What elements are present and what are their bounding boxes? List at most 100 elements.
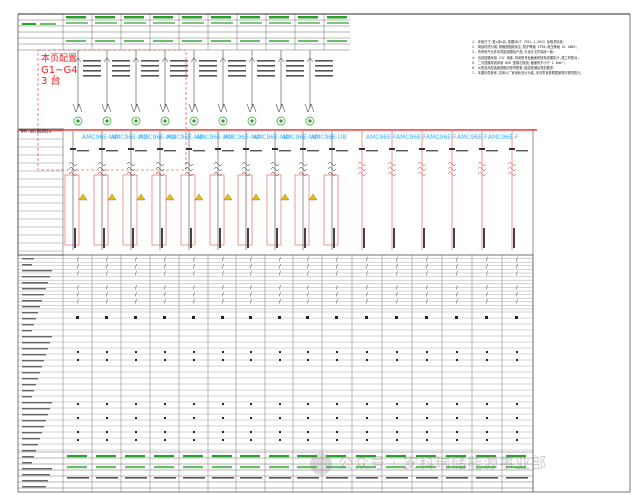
config-dot bbox=[515, 402, 519, 406]
meter-circle-icon bbox=[73, 116, 83, 126]
red-cabinet-outline bbox=[64, 174, 80, 246]
tick-mark: / bbox=[396, 264, 398, 270]
ct-coil-symbol bbox=[447, 162, 457, 166]
tick-mark: / bbox=[336, 257, 338, 263]
ct-coil-symbol bbox=[155, 167, 165, 171]
breaker-spec-text-block bbox=[257, 60, 275, 62]
tick-mark: / bbox=[250, 285, 252, 291]
footer-text-block bbox=[67, 477, 89, 479]
ct-coil-symbol bbox=[270, 167, 280, 171]
tick-mark: / bbox=[426, 264, 428, 270]
tick-mark: / bbox=[366, 285, 368, 291]
header-green-tag bbox=[22, 23, 36, 25]
config-dot bbox=[425, 438, 429, 442]
surge-symbol bbox=[130, 103, 141, 113]
ct-coil-symbol bbox=[213, 167, 223, 171]
breaker-spec-text-block bbox=[170, 70, 188, 72]
header-green-tag bbox=[240, 40, 260, 42]
breaker-spec-text-block bbox=[141, 75, 159, 77]
breaker-symbol bbox=[306, 57, 314, 63]
config-dot bbox=[105, 358, 109, 362]
breaker-symbol bbox=[74, 57, 82, 63]
breaker-spec-text-block bbox=[83, 65, 101, 67]
ct-coil-symbol bbox=[184, 167, 194, 171]
footer-green-tag bbox=[386, 455, 406, 458]
feeder-spec-text-block bbox=[222, 150, 234, 152]
tick-mark: / bbox=[222, 285, 224, 291]
watermark-text: 公众号 · 安科瑞储能源事业部 bbox=[338, 454, 548, 472]
config-dot bbox=[425, 402, 429, 406]
warning-triangle-icon bbox=[78, 193, 88, 201]
header-green-tag bbox=[327, 22, 349, 24]
row-label-text-block bbox=[22, 300, 42, 302]
breaker-symbol bbox=[215, 148, 221, 150]
breaker-spec-text-block bbox=[170, 75, 188, 77]
breaker-symbol bbox=[300, 148, 306, 150]
tick-mark: / bbox=[366, 264, 368, 270]
header-green-tag bbox=[269, 22, 291, 24]
config-dot bbox=[515, 416, 519, 420]
row-label-text-block bbox=[22, 348, 48, 350]
warning-triangle-icon bbox=[136, 193, 146, 201]
breaker-symbol bbox=[99, 148, 105, 150]
row-label-text-block bbox=[22, 276, 50, 278]
red-cabinet-outline bbox=[151, 174, 167, 246]
count-mark bbox=[278, 316, 281, 319]
meter-circle-icon bbox=[102, 116, 112, 126]
warning-triangle-icon bbox=[280, 193, 290, 201]
breaker-symbol bbox=[419, 148, 425, 150]
feeder-spec-text-block bbox=[426, 150, 438, 152]
footer-text-block bbox=[183, 477, 205, 479]
red-cabinet-outline bbox=[266, 174, 282, 246]
cable-label-block bbox=[219, 228, 221, 248]
config-dot bbox=[192, 402, 196, 406]
row-label-text-block bbox=[22, 468, 52, 470]
config-dot bbox=[278, 350, 282, 354]
tick-mark: / bbox=[106, 271, 108, 277]
breaker-symbol bbox=[479, 148, 485, 150]
ct-coil-symbol bbox=[417, 172, 427, 176]
config-dot bbox=[163, 438, 167, 442]
config-dot bbox=[335, 350, 339, 354]
config-dot bbox=[365, 358, 369, 362]
ct-coil-symbol bbox=[97, 167, 107, 171]
breaker-spec-text-block bbox=[170, 60, 188, 62]
config-dot bbox=[134, 350, 138, 354]
note-line: 6. 仪表及测控装置按图示型号配置,接线需满足规范要求; bbox=[472, 65, 555, 70]
meter-model-label: AMC96E-F bbox=[396, 134, 427, 141]
breaker-symbol bbox=[186, 148, 192, 150]
tick-mark: / bbox=[307, 299, 309, 305]
tick-mark: / bbox=[77, 292, 79, 298]
footer-green-tag bbox=[96, 466, 116, 469]
row-label-text-block bbox=[22, 390, 34, 392]
breaker-spec-text-block bbox=[315, 65, 333, 67]
breaker-spec-text-block bbox=[228, 75, 246, 77]
footer-text-block bbox=[154, 477, 176, 479]
tick-mark: / bbox=[366, 271, 368, 277]
breaker-spec-text-block bbox=[315, 75, 333, 77]
config-dot bbox=[515, 350, 519, 354]
feeder-spec-text-block bbox=[193, 150, 205, 152]
footer-text-block bbox=[269, 477, 291, 479]
surge-symbol bbox=[101, 103, 112, 113]
red-cabinet-outline bbox=[122, 174, 138, 246]
breaker-spec-text-block bbox=[257, 65, 275, 67]
meter-model-label: AMC96E-UB bbox=[311, 134, 347, 141]
breaker-spec-text-block bbox=[315, 60, 333, 62]
row-label-text-block bbox=[22, 264, 32, 266]
config-dot bbox=[335, 430, 339, 434]
tick-mark: / bbox=[222, 292, 224, 298]
meter-model-label: AMC96E-MD bbox=[253, 134, 290, 141]
config-dot bbox=[163, 402, 167, 406]
ct-coil-symbol bbox=[507, 167, 517, 171]
config-dot bbox=[192, 430, 196, 434]
tick-mark: / bbox=[135, 292, 137, 298]
ct-coil-symbol bbox=[507, 172, 517, 176]
footer-green-tag bbox=[269, 466, 289, 469]
config-dot bbox=[192, 350, 196, 354]
config-dot bbox=[163, 430, 167, 434]
breaker-symbol bbox=[190, 57, 198, 63]
config-dot bbox=[455, 438, 459, 442]
row-label-text-block bbox=[22, 330, 32, 332]
